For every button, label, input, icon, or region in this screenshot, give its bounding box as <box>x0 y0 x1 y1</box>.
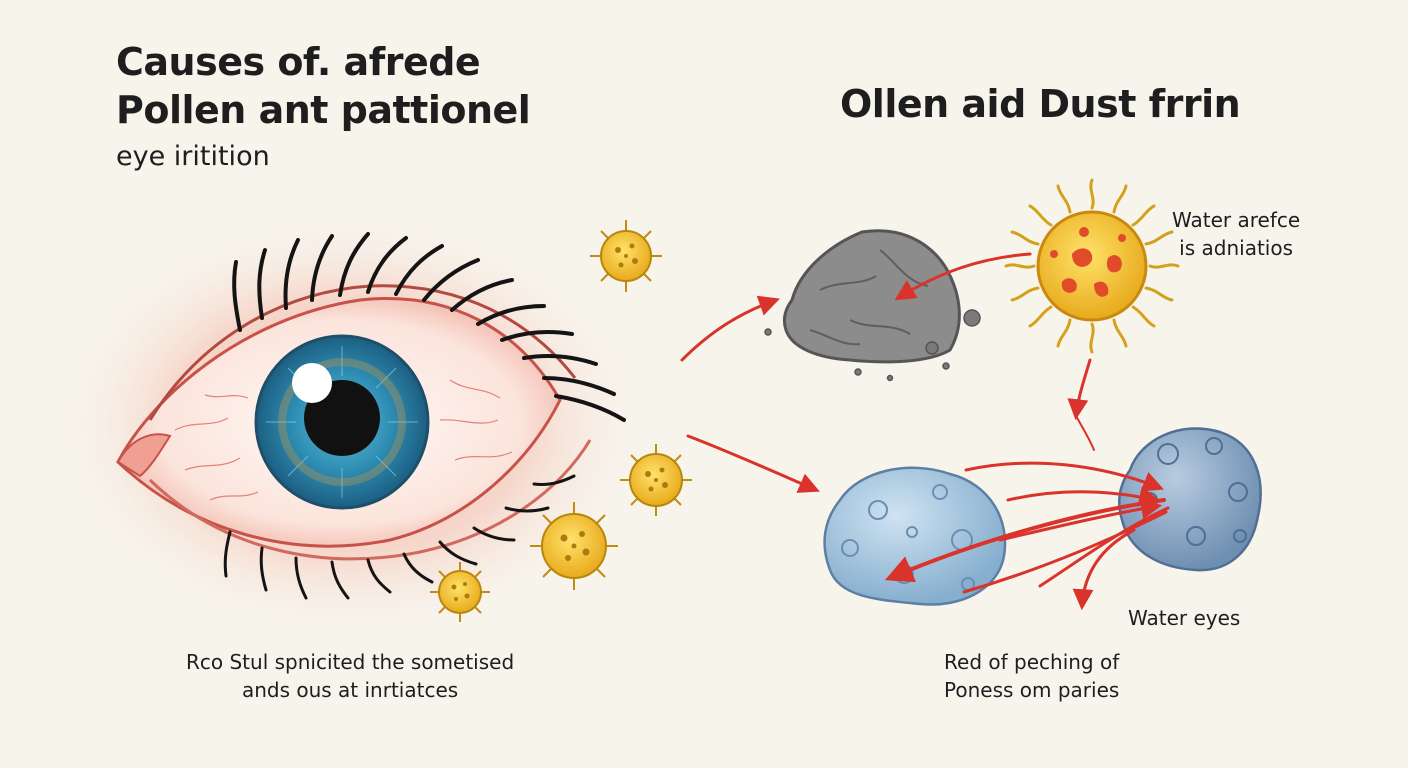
tear-duct <box>116 433 172 478</box>
eye-highlight <box>292 363 332 403</box>
arrow-eye-to-dust <box>680 295 780 362</box>
upper-eyelashes <box>232 232 626 422</box>
pollen-allergen <box>1004 178 1180 354</box>
arrows <box>680 252 1170 611</box>
arrow-flow-6 <box>1038 506 1170 588</box>
arrow-flow-5 <box>962 510 1168 594</box>
arrow-pollen-down <box>1067 358 1092 421</box>
pollen-grain-2 <box>620 444 692 516</box>
water-eyes-label: Water eyes <box>1128 606 1241 630</box>
eye-caption-line-1: Rco Stul spnicited the sometised <box>186 650 515 674</box>
pollen-label-line-1: Water arefce <box>1172 208 1301 232</box>
arrow-flow-2 <box>1006 486 1161 507</box>
pollen-label: Water arefce is adniatios <box>1172 206 1300 262</box>
arrow-pollen-to-dust <box>894 252 1032 301</box>
eye-caption-line-2: ands ous at inrtiatces <box>241 678 459 702</box>
lower-eyelashes <box>223 474 576 600</box>
arrow-flow-4 <box>998 498 1163 542</box>
eye-illustration <box>50 210 650 640</box>
pollen-grain-4 <box>430 562 490 622</box>
arrow-flow-3 <box>884 498 1166 583</box>
main-title-line-1: Causes of. afrede <box>116 40 481 84</box>
pollen-label-line-2: is adniatios <box>1179 236 1293 260</box>
arrow-to-water-eyes <box>1072 528 1136 611</box>
arrow-flow-1 <box>964 461 1164 492</box>
eye-veins <box>174 379 513 501</box>
arrow-eye-to-droplet <box>686 434 820 493</box>
pollen-grain-3 <box>530 502 618 590</box>
eye-caption: Rco Stul spnicited the sometised ands ou… <box>186 648 514 704</box>
right-title: Ollen aid Dust frrin <box>840 82 1241 126</box>
main-title: Causes of. afrede Pollen ant pattionel <box>116 38 531 134</box>
dust-particle <box>764 229 981 382</box>
main-title-line-3: eye iritition <box>116 141 270 172</box>
tear-droplet-left <box>823 466 1007 606</box>
tear-droplet-right <box>1118 427 1262 572</box>
redness-label-line-1: Red of peching of <box>944 650 1120 674</box>
pollen-grain-1 <box>590 220 662 292</box>
redness-label-line-2: Poness om paries <box>944 678 1120 702</box>
main-title-line-2: Pollen ant pattionel <box>116 88 531 132</box>
redness-label: Red of peching of Poness om paries <box>944 648 1119 704</box>
